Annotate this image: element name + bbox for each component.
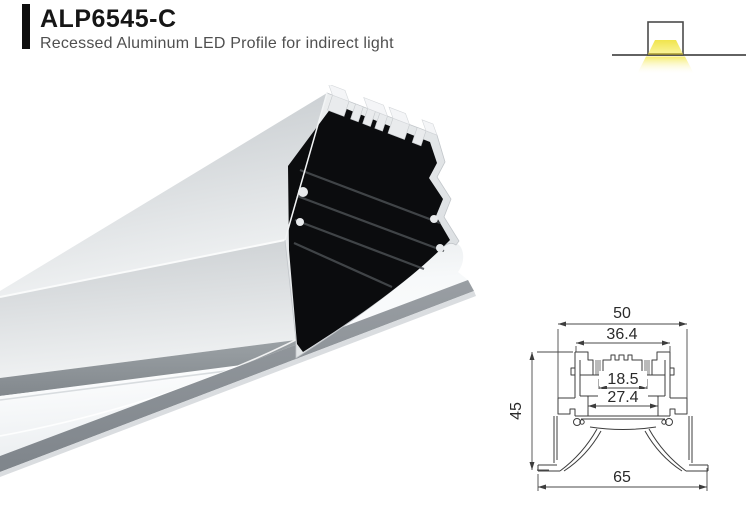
heatsink-cavity-black <box>288 104 450 352</box>
diffuser-lens <box>0 242 468 456</box>
product-model-title: ALP6545-C <box>40 5 177 33</box>
dimension-label-cavity-width: 27.4 <box>607 389 638 406</box>
dimension-label-height: 45 <box>508 402 525 420</box>
dimension-label-flange-width: 65 <box>613 469 631 486</box>
glow-inside <box>648 40 683 54</box>
product-3d-render <box>0 85 476 477</box>
bottom-shadow-band <box>0 280 474 472</box>
fin-tops <box>328 85 438 136</box>
product-subtitle: Recessed Aluminum LED Profile for indire… <box>40 35 394 52</box>
clip-holes <box>296 187 444 252</box>
edge-highlight-line <box>0 239 286 298</box>
dimension-label-inner-width: 18.5 <box>607 371 638 388</box>
end-fins <box>327 94 427 147</box>
recessed-light-icon <box>612 21 746 74</box>
dimension-labels: 50 36.4 18.5 27.4 45 65 <box>508 305 648 486</box>
dimension-lines <box>531 323 708 491</box>
profile-top-face <box>0 93 327 297</box>
profile-cross-section <box>537 351 709 472</box>
accent-bar <box>22 4 30 49</box>
bottom-light-edge <box>0 291 476 477</box>
glow-below <box>637 56 694 74</box>
dimension-drawing: 50 36.4 18.5 27.4 45 65 <box>508 305 709 491</box>
profile-side-face <box>0 240 296 378</box>
dimension-label-top-width: 50 <box>613 305 631 322</box>
dimension-label-body-width: 36.4 <box>606 326 637 343</box>
end-cap <box>284 85 460 359</box>
wing-edge-highlight <box>284 92 328 241</box>
shadow-groove-band <box>0 340 299 396</box>
fin-streaks <box>293 168 445 289</box>
